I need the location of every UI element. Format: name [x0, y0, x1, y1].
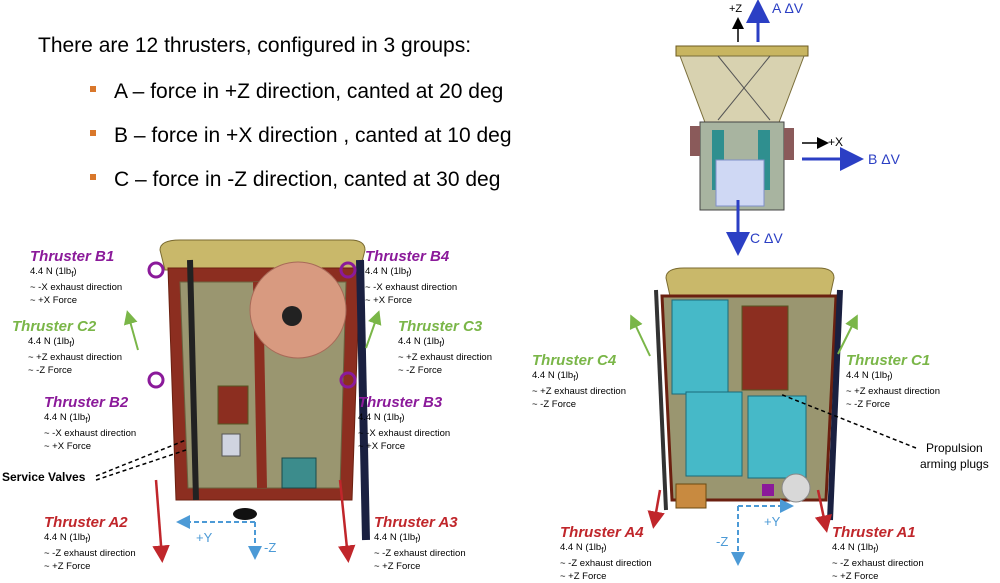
thruster-c2-block: Thruster C2 4.4 N (1lbf) ~ +Z exhaust di… [12, 318, 122, 377]
plus-x-label: +X [828, 135, 844, 149]
c3-arrow [365, 310, 382, 349]
thruster-a2-name: Thruster A2 [44, 514, 128, 531]
a3-arrow [338, 479, 356, 563]
thruster-b2-force: ~ +X Force [44, 440, 91, 452]
thruster-c1-block: Thruster C1 4.4 N (1lbf) ~ +Z exhaust di… [846, 352, 940, 411]
thruster-a1-exhaust: ~ -Z exhaust direction [832, 557, 924, 569]
c1-arrow [837, 314, 858, 355]
thruster-a1-block: Thruster A1 4.4 N (1lbf) ~ -Z exhaust di… [832, 524, 924, 583]
thruster-c4-force: ~ -Z Force [532, 398, 577, 410]
thruster-spec: 4.4 N (1lbf) [44, 412, 91, 425]
thruster-a3-block: Thruster A3 4.4 N (1lbf) ~ -Z exhaust di… [374, 514, 466, 573]
thruster-b2-name: Thruster B2 [44, 394, 129, 411]
left-minus-z-label: -Z [264, 540, 277, 555]
thruster-spec: 4.4 N (1lbf) [28, 336, 75, 349]
thruster-b2-block: Thruster B2 4.4 N (1lbf) ~ -X exhaust di… [44, 394, 136, 453]
thruster-a4-exhaust: ~ -Z exhaust direction [560, 557, 652, 569]
left-spacecraft [147, 239, 370, 541]
thruster-b4-force: ~ +X Force [365, 294, 412, 306]
thruster-a4-name: Thruster A4 [560, 524, 644, 541]
thruster-spec: 4.4 N (1lbf) [30, 266, 77, 279]
thruster-c2-exhaust: ~ +Z exhaust direction [28, 351, 122, 363]
a-dv-label: A ΔV [772, 0, 804, 16]
top-spacecraft [675, 45, 809, 211]
thruster-c1-exhaust: ~ +Z exhaust direction [846, 385, 940, 397]
thruster-a3-exhaust: ~ -Z exhaust direction [374, 547, 466, 559]
thruster-b4-name: Thruster B4 [365, 248, 450, 265]
c4-arrow [629, 314, 651, 357]
thruster-a3-name: Thruster A3 [374, 514, 458, 531]
thruster-spec: 4.4 N (1lbf) [846, 370, 893, 383]
b-dv-label: B ΔV [868, 151, 900, 167]
thruster-b4-block: Thruster B4 4.4 N (1lbf) ~ -X exhaust di… [365, 248, 457, 307]
c2-arrow [123, 310, 139, 351]
thruster-b1-block: Thruster B1 4.4 N (1lbf) ~ -X exhaust di… [30, 248, 122, 307]
thruster-c1-name: Thruster C1 [846, 352, 931, 369]
thruster-c4-name: Thruster C4 [532, 352, 617, 369]
bullet-marker [90, 174, 96, 181]
thruster-c3-name: Thruster C3 [398, 318, 483, 335]
thruster-c4-exhaust: ~ +Z exhaust direction [532, 385, 626, 397]
thruster-b1-force: ~ +X Force [30, 294, 77, 306]
bullet-c: C – force in -Z direction, canted at 30 … [90, 168, 500, 192]
thruster-spec: 4.4 N (1lbf) [532, 370, 579, 383]
thruster-a3-force: ~ +Z Force [374, 560, 421, 572]
arming-plugs-line-1: Propulsion [926, 441, 983, 455]
thruster-a2-exhaust: ~ -Z exhaust direction [44, 547, 136, 559]
thruster-b1-exhaust: ~ -X exhaust direction [30, 281, 123, 293]
thruster-a2-force: ~ +Z Force [44, 560, 91, 572]
service-valves-leader-1 [95, 439, 187, 477]
a4-arrow [647, 489, 665, 529]
arming-plugs-line-2: arming plugs [920, 457, 989, 471]
bullet-a-text: A – force in +Z direction, canted at 20 … [114, 80, 504, 103]
plus-z-label: +Z [729, 3, 743, 15]
thruster-b2-exhaust: ~ -X exhaust direction [44, 427, 137, 439]
thruster-b3-exhaust: ~ -X exhaust direction [358, 427, 451, 439]
bullet-c-text: C – force in -Z direction, canted at 30 … [114, 168, 501, 191]
right-minus-z-label: -Z [716, 534, 729, 549]
thruster-spec: 4.4 N (1lbf) [365, 266, 412, 279]
thruster-c2-force: ~ -Z Force [28, 364, 73, 376]
service-valves-leader-2 [95, 449, 187, 481]
thruster-c4-block: Thruster C4 4.4 N (1lbf) ~ +Z exhaust di… [532, 352, 626, 411]
thruster-a4-force: ~ +Z Force [560, 570, 607, 582]
left-plus-y-label: +Y [196, 530, 213, 545]
arming-plugs-label: Propulsion arming plugs [920, 440, 989, 472]
thruster-a4-block: Thruster A4 4.4 N (1lbf) ~ -Z exhaust di… [560, 524, 652, 583]
bullet-marker [90, 130, 96, 137]
bullet-a: A – force in +Z direction, canted at 20 … [90, 80, 503, 104]
bullet-b-text: B – force in +X direction , canted at 10… [114, 124, 512, 147]
a1-arrow [814, 489, 832, 533]
thruster-b3-block: Thruster B3 4.4 N (1lbf) ~ -X exhaust di… [358, 394, 450, 453]
c-dv-label: C ΔV [750, 230, 783, 246]
thruster-spec: 4.4 N (1lbf) [560, 542, 607, 555]
a2-arrow [152, 479, 170, 563]
thruster-c3-block: Thruster C3 4.4 N (1lbf) ~ +Z exhaust di… [398, 318, 492, 377]
right-spacecraft [654, 267, 843, 521]
thruster-a1-force: ~ +Z Force [832, 570, 879, 582]
thruster-b3-force: ~ +X Force [358, 440, 405, 452]
thruster-a1-name: Thruster A1 [832, 524, 916, 541]
thruster-b1-name: Thruster B1 [30, 248, 115, 265]
bullet-b: B – force in +X direction , canted at 10… [90, 124, 512, 148]
thruster-spec: 4.4 N (1lbf) [398, 336, 445, 349]
thruster-b4-exhaust: ~ -X exhaust direction [365, 281, 458, 293]
thruster-spec: 4.4 N (1lbf) [374, 532, 421, 545]
thruster-spec: 4.4 N (1lbf) [44, 532, 91, 545]
thruster-c3-exhaust: ~ +Z exhaust direction [398, 351, 492, 363]
arming-plugs-leader [779, 393, 917, 449]
thruster-spec: 4.4 N (1lbf) [358, 412, 405, 425]
intro-text: There are 12 thrusters, configured in 3 … [38, 34, 472, 57]
thruster-c2-name: Thruster C2 [12, 318, 97, 335]
thruster-a2-block: Thruster A2 4.4 N (1lbf) ~ -Z exhaust di… [44, 514, 136, 573]
service-valves-label: Service Valves [2, 470, 86, 484]
right-plus-y-label: +Y [764, 514, 781, 529]
thruster-b3-name: Thruster B3 [358, 394, 443, 411]
thruster-c3-force: ~ -Z Force [398, 364, 443, 376]
thruster-c1-force: ~ -Z Force [846, 398, 891, 410]
bullet-marker [90, 86, 96, 93]
thruster-spec: 4.4 N (1lbf) [832, 542, 879, 555]
